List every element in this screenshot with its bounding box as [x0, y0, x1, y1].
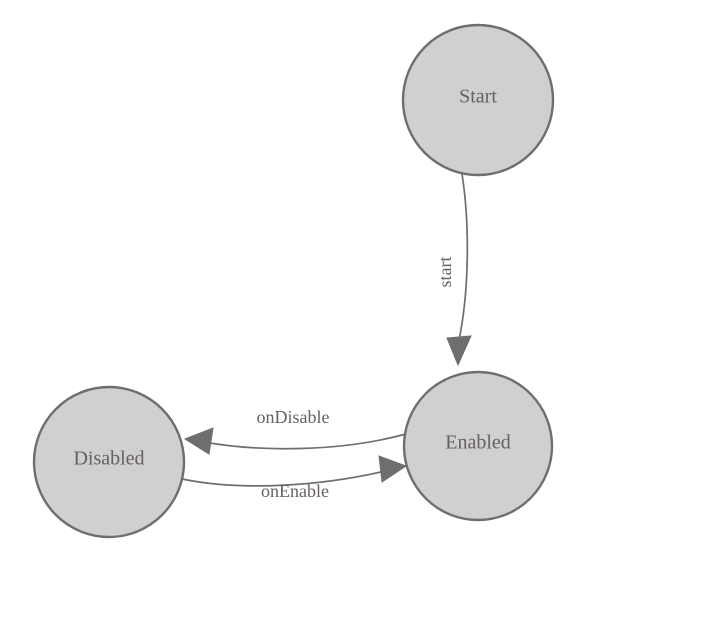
node-enabled[interactable]: Enabled: [402, 370, 554, 522]
edge-enabled-to-disabled[interactable]: onDisable: [183, 407, 407, 455]
edge-enabled-to-disabled-path: [203, 433, 407, 450]
edge-start-to-enabled-label: start: [435, 257, 455, 288]
node-start-label: Start: [459, 86, 497, 108]
edge-disabled-to-enabled-arrowhead: [378, 455, 408, 483]
node-disabled-label: Disabled: [73, 448, 144, 470]
node-enabled-label: Enabled: [445, 432, 511, 454]
node-start[interactable]: Start: [401, 23, 555, 177]
edge-disabled-to-enabled-path: [181, 470, 386, 487]
edge-enabled-to-disabled-arrowhead: [183, 427, 214, 455]
edge-disabled-to-enabled[interactable]: onEnable: [181, 455, 408, 501]
node-start-circle: [401, 23, 555, 177]
node-disabled[interactable]: Disabled: [32, 385, 186, 539]
node-disabled-circle: [32, 385, 186, 539]
edge-start-to-enabled[interactable]: start: [435, 173, 472, 367]
edge-start-to-enabled-arrowhead: [446, 335, 472, 367]
edge-start-to-enabled-path: [458, 173, 469, 341]
edge-enabled-to-disabled-label: onDisable: [257, 407, 330, 427]
node-enabled-circle: [402, 370, 554, 522]
edge-disabled-to-enabled-label: onEnable: [261, 481, 329, 501]
